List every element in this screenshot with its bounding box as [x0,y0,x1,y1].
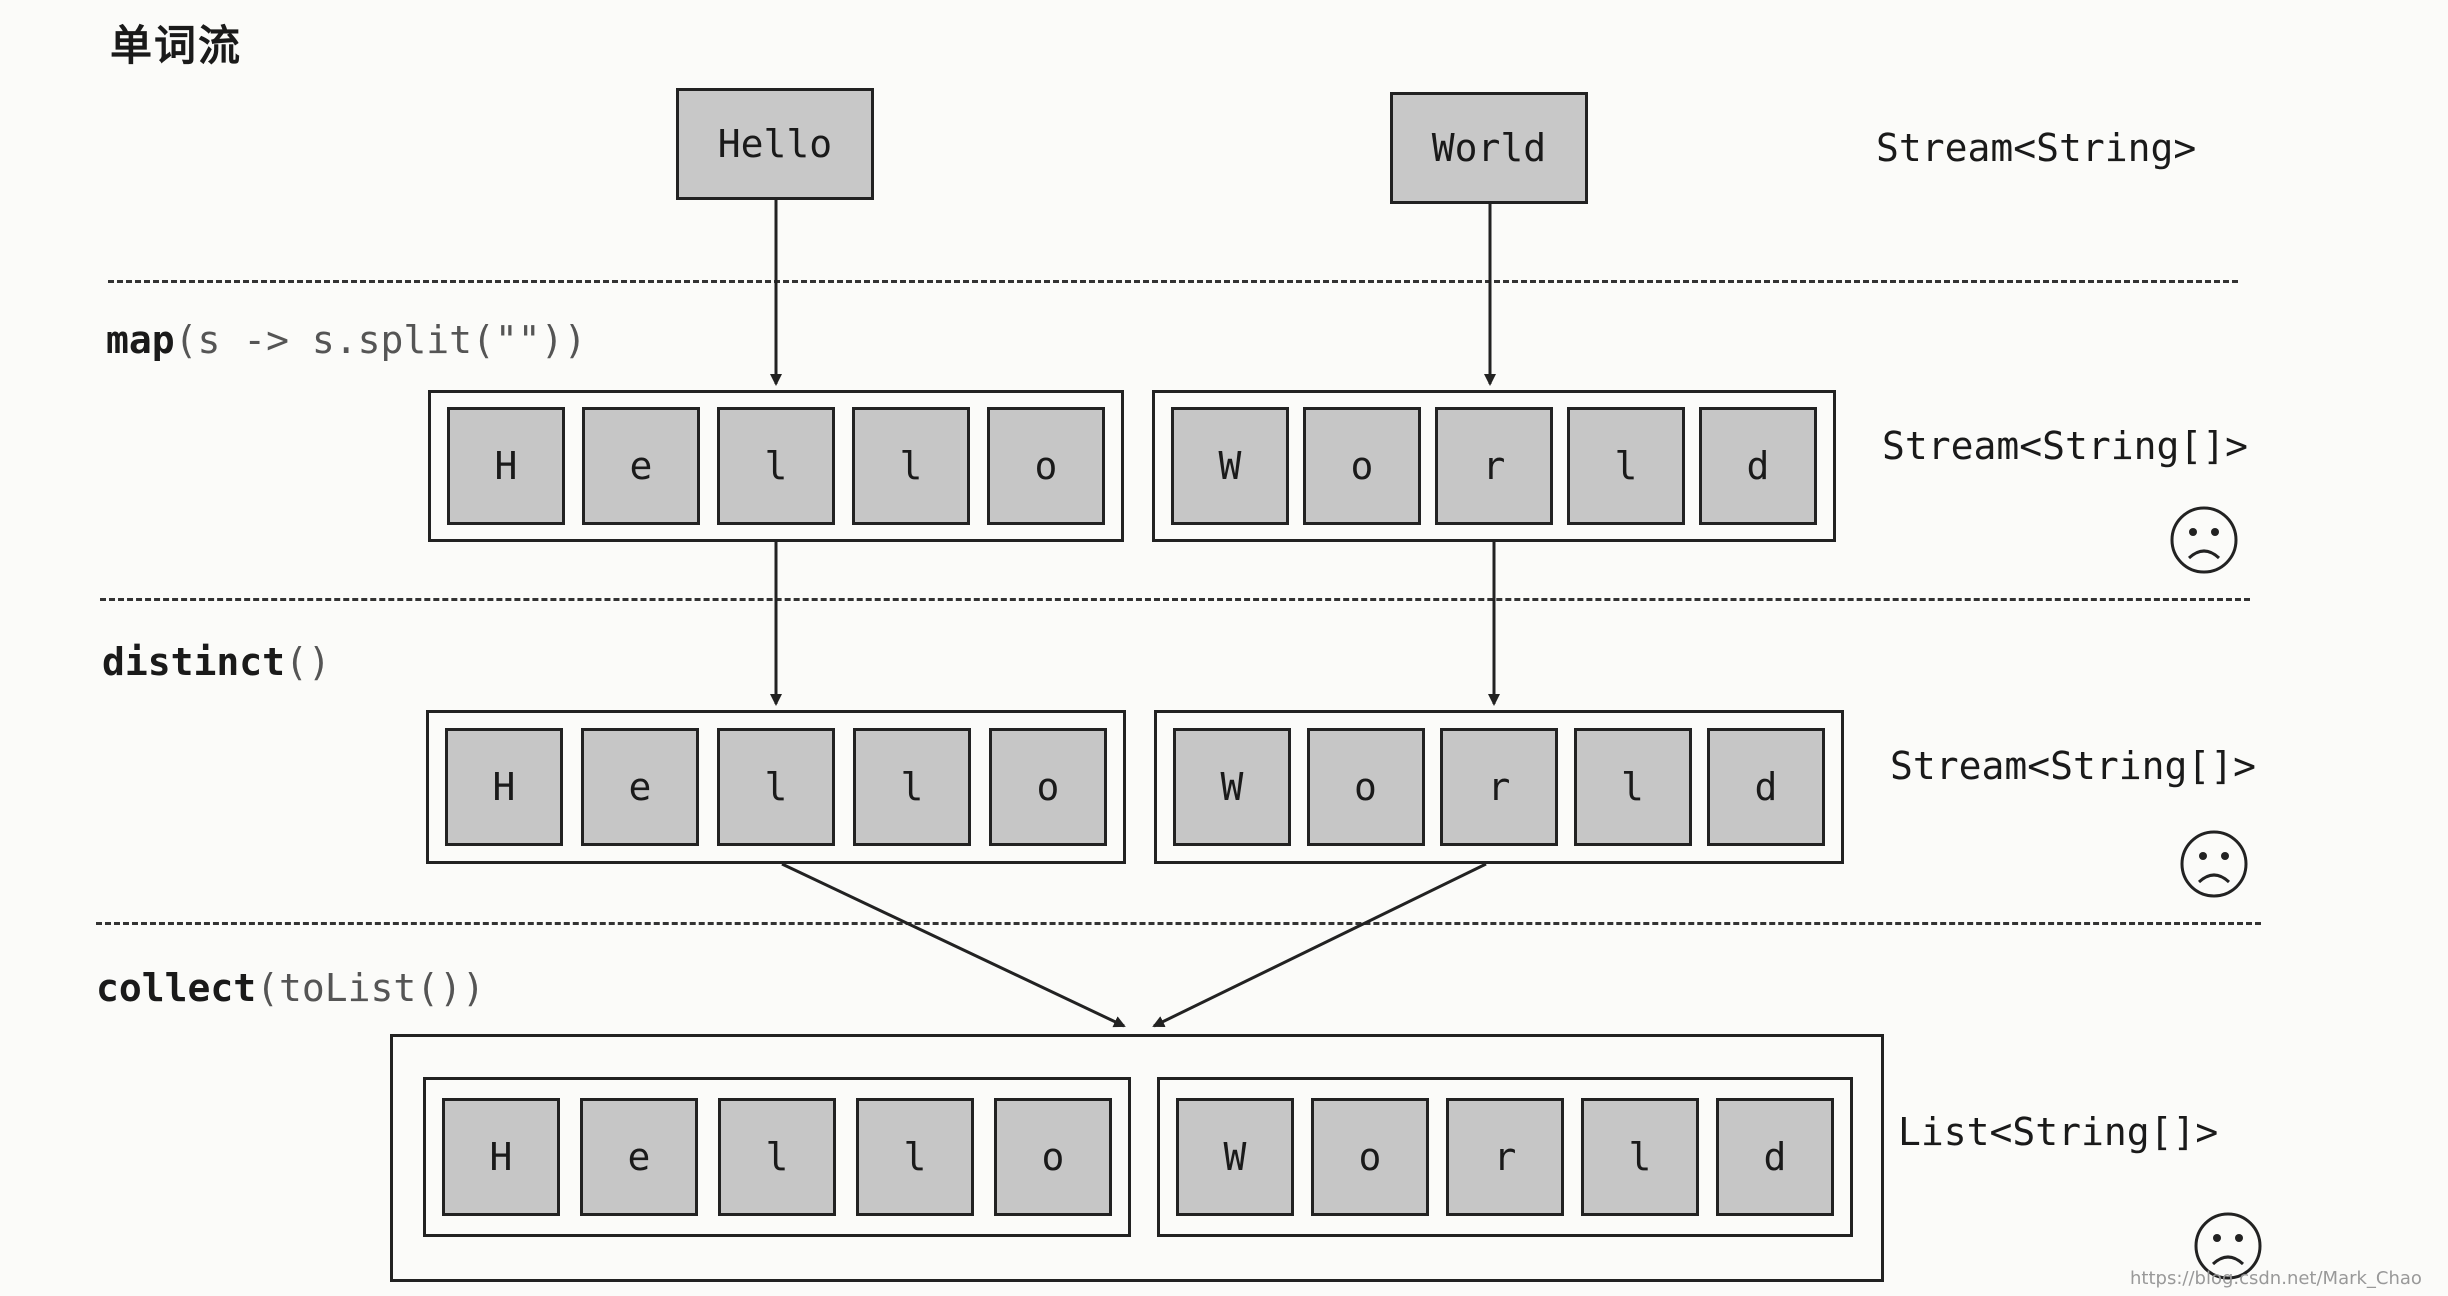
type-label-distinct: Stream<String[]> [1890,744,2257,788]
letter-cell: o [1303,407,1421,525]
letter-cell: W [1173,728,1291,846]
type-label-collect: List<String[]> [1898,1110,2219,1154]
word-box-hello: Hello [676,88,874,200]
type-label-top: Stream<String> [1876,126,2197,170]
letter-cell: o [989,728,1107,846]
letter-cell: W [1171,407,1289,525]
collect-array-hello: H e l l o [423,1077,1131,1237]
letter-cell: r [1435,407,1553,525]
letter-cell: H [447,407,565,525]
word-box-world: World [1390,92,1588,204]
letter-cell: e [581,728,699,846]
letter-cell: l [1567,407,1685,525]
op-name: collect [96,966,257,1010]
collect-outer-list: H e l l o W o r l d [390,1034,1884,1282]
letter-cell: l [853,728,971,846]
letter-cell: l [718,1098,836,1216]
op-label-distinct: distinct() [102,640,331,684]
letter-cell: H [442,1098,560,1216]
arrow-distinct-hello-to-collect [781,862,1126,1028]
letter-cell: H [445,728,563,846]
letter-cell: l [1581,1098,1699,1216]
arrow-distinct-world-to-collect [1152,862,1487,1028]
op-args: () [285,640,331,684]
frowning-face-icon [2194,1212,2262,1280]
type-label-map: Stream<String[]> [1882,424,2249,468]
letter-cell: d [1699,407,1817,525]
frowning-face-icon [2170,506,2238,574]
letter-cell: r [1440,728,1558,846]
letter-cell: l [856,1098,974,1216]
distinct-array-world: W o r l d [1154,710,1844,864]
letter-cell: W [1176,1098,1294,1216]
frowning-face-icon [2180,830,2248,898]
watermark-text: https://blog.csdn.net/Mark_Chao [2130,1268,2422,1289]
op-label-collect: collect(toList()) [96,966,485,1010]
letter-cell: e [580,1098,698,1216]
op-args: (s -> s.split("")) [174,318,587,362]
diagram-title: 单词流 [110,21,243,70]
letter-cell: l [852,407,970,525]
letter-cell: o [1311,1098,1429,1216]
divider-3 [96,922,2261,925]
op-name: distinct [102,640,286,684]
op-args: (toList()) [256,966,485,1010]
op-label-map: map(s -> s.split("")) [106,318,586,362]
letter-cell: d [1716,1098,1834,1216]
divider-1 [108,280,2238,283]
letter-cell: o [987,407,1105,525]
map-array-hello: H e l l o [428,390,1124,542]
map-array-world: W o r l d [1152,390,1836,542]
op-name: map [106,318,175,362]
letter-cell: r [1446,1098,1564,1216]
letter-cell: e [582,407,700,525]
collect-array-world: W o r l d [1157,1077,1853,1237]
letter-cell: l [717,728,835,846]
distinct-array-hello: H e l l o [426,710,1126,864]
letter-cell: o [1306,728,1425,846]
letter-cell: l [1573,728,1692,846]
letter-cell: o [994,1098,1112,1216]
letter-cell: d [1707,728,1825,846]
letter-cell: l [717,407,835,525]
divider-2 [100,598,2250,601]
